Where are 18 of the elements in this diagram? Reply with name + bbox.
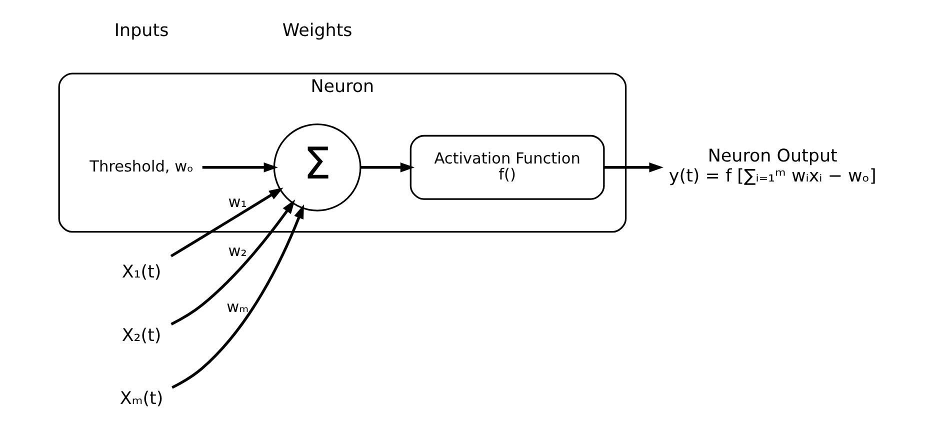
edge-label: w₁ xyxy=(228,192,247,211)
edge-label: w₂ xyxy=(228,242,247,260)
node-text: Xₘ(t) xyxy=(120,389,164,410)
edge-label: wₘ xyxy=(226,298,249,316)
node-text: X₂(t) xyxy=(122,326,162,346)
arrow xyxy=(170,200,296,326)
arrow xyxy=(360,162,415,172)
node-box: Activation Function f() xyxy=(410,134,605,200)
arrow xyxy=(202,162,278,172)
arrow xyxy=(170,188,284,258)
node-text: Neuron Output y(t) = f [∑ᵢ₌₁ᵐ wᵢxᵢ − wₒ] xyxy=(668,146,876,186)
arrow xyxy=(172,204,304,389)
node-text: Threshold, wₒ xyxy=(90,157,194,176)
node-circle: Σ xyxy=(273,123,362,212)
label: Inputs xyxy=(114,21,169,42)
node-text: X₁(t) xyxy=(122,262,162,282)
arrow xyxy=(604,162,664,172)
label: Weights xyxy=(282,21,352,42)
